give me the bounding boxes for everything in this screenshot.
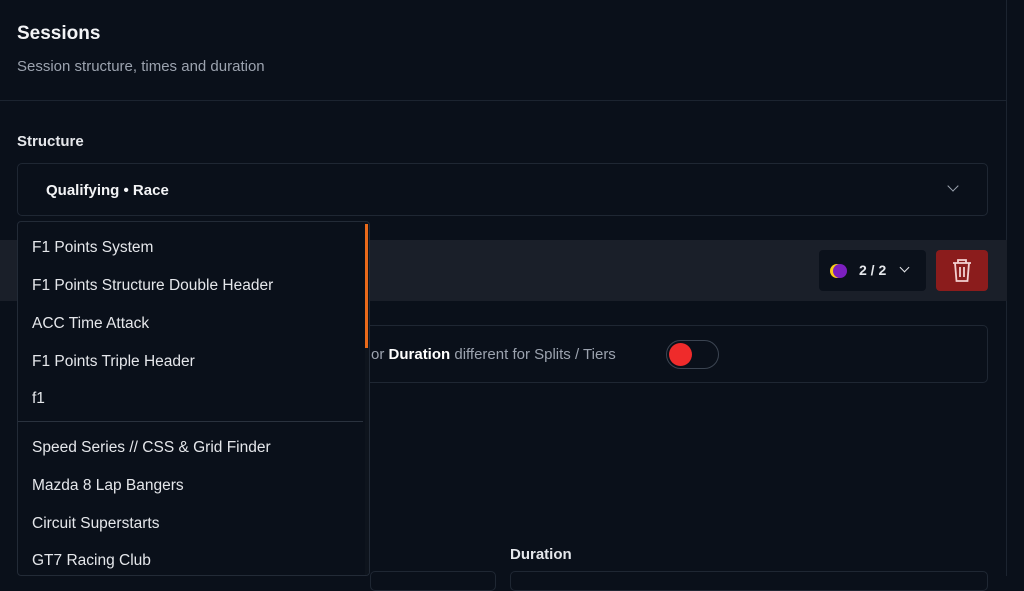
menu-item[interactable]: GT7 Racing Club (32, 552, 151, 569)
section-header: Sessions Session structure, times and du… (0, 0, 1007, 101)
menu-item[interactable]: ACC Time Attack (32, 315, 150, 332)
structure-select[interactable]: Qualifying • Race (17, 163, 988, 216)
splits-option-text: or Duration different for Splits / Tiers (371, 346, 616, 363)
trash-icon (953, 259, 971, 282)
menu-item[interactable]: F1 Points Structure Double Header (32, 277, 274, 294)
menu-item[interactable]: Mazda 8 Lap Bangers (32, 477, 184, 494)
menu-item[interactable]: Circuit Superstarts (32, 515, 160, 532)
structure-label: Structure (17, 133, 84, 150)
duration-input[interactable] (510, 571, 988, 591)
duration-label: Duration (510, 546, 572, 563)
menu-item[interactable]: f1 (32, 390, 45, 407)
delete-button[interactable] (936, 250, 988, 291)
menu-item[interactable]: Speed Series // CSS & Grid Finder (32, 439, 271, 456)
tier-selector[interactable]: 2 / 2 (819, 250, 926, 291)
page-title: Sessions (17, 23, 101, 44)
structure-dropdown-menu: F1 Points System F1 Points Structure Dou… (17, 221, 370, 576)
time-input[interactable] (370, 571, 496, 591)
chevron-down-icon (947, 180, 959, 192)
menu-item[interactable]: F1 Points System (32, 239, 154, 256)
splits-toggle[interactable] (666, 340, 719, 369)
chevron-down-icon (899, 262, 910, 273)
tier-value: 2 / 2 (859, 262, 887, 278)
scrollbar-thumb[interactable] (365, 224, 368, 348)
menu-divider (18, 421, 363, 422)
page-subtitle: Session structure, times and duration (17, 58, 265, 75)
toggle-knob (669, 343, 692, 366)
scrollbar[interactable] (365, 222, 369, 575)
tier-color-icon (833, 264, 847, 278)
structure-value: Qualifying • Race (46, 182, 169, 199)
menu-item[interactable]: F1 Points Triple Header (32, 353, 195, 370)
